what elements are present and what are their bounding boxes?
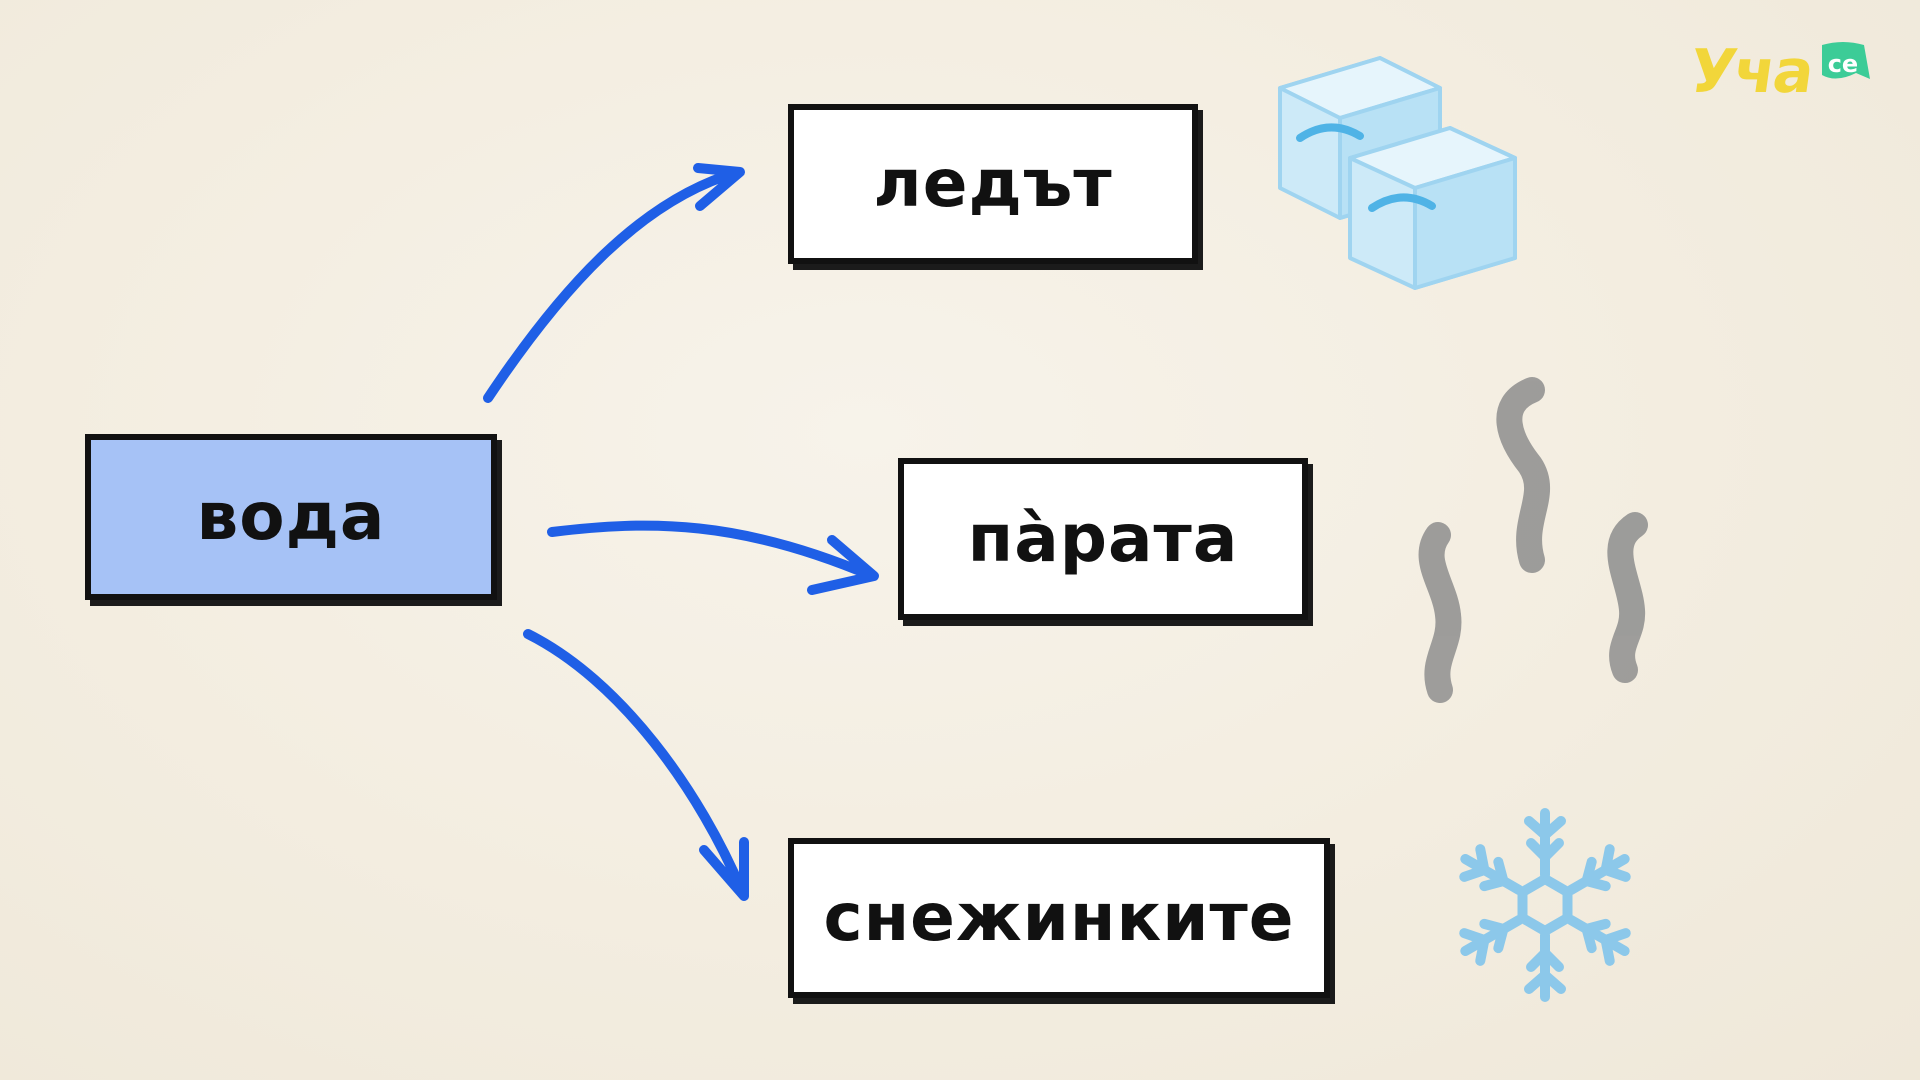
logo-badge-text: се xyxy=(1827,50,1859,78)
source-label: вода xyxy=(196,478,386,555)
steam-icon xyxy=(1418,377,1648,703)
target-card-steam: пàрата xyxy=(898,458,1308,620)
source-card: вода xyxy=(85,434,497,600)
target-label-ice: ледът xyxy=(873,145,1113,222)
ice-cubes-icon xyxy=(1278,56,1517,290)
target-card-snow: снежинките xyxy=(788,838,1330,998)
logo-badge: се xyxy=(1816,39,1870,93)
snowflake-icon xyxy=(1440,808,1650,1010)
arrow-to-steam xyxy=(547,520,879,595)
brand-logo: Уча се xyxy=(1685,32,1870,112)
target-card-ice: ледът xyxy=(788,104,1198,264)
arrow-to-snow xyxy=(523,629,749,901)
target-label-steam: пàрата xyxy=(967,500,1239,577)
logo-text: Уча xyxy=(1685,37,1817,107)
target-label-snow: снежинките xyxy=(823,879,1295,956)
arrow-to-ice xyxy=(483,163,745,403)
